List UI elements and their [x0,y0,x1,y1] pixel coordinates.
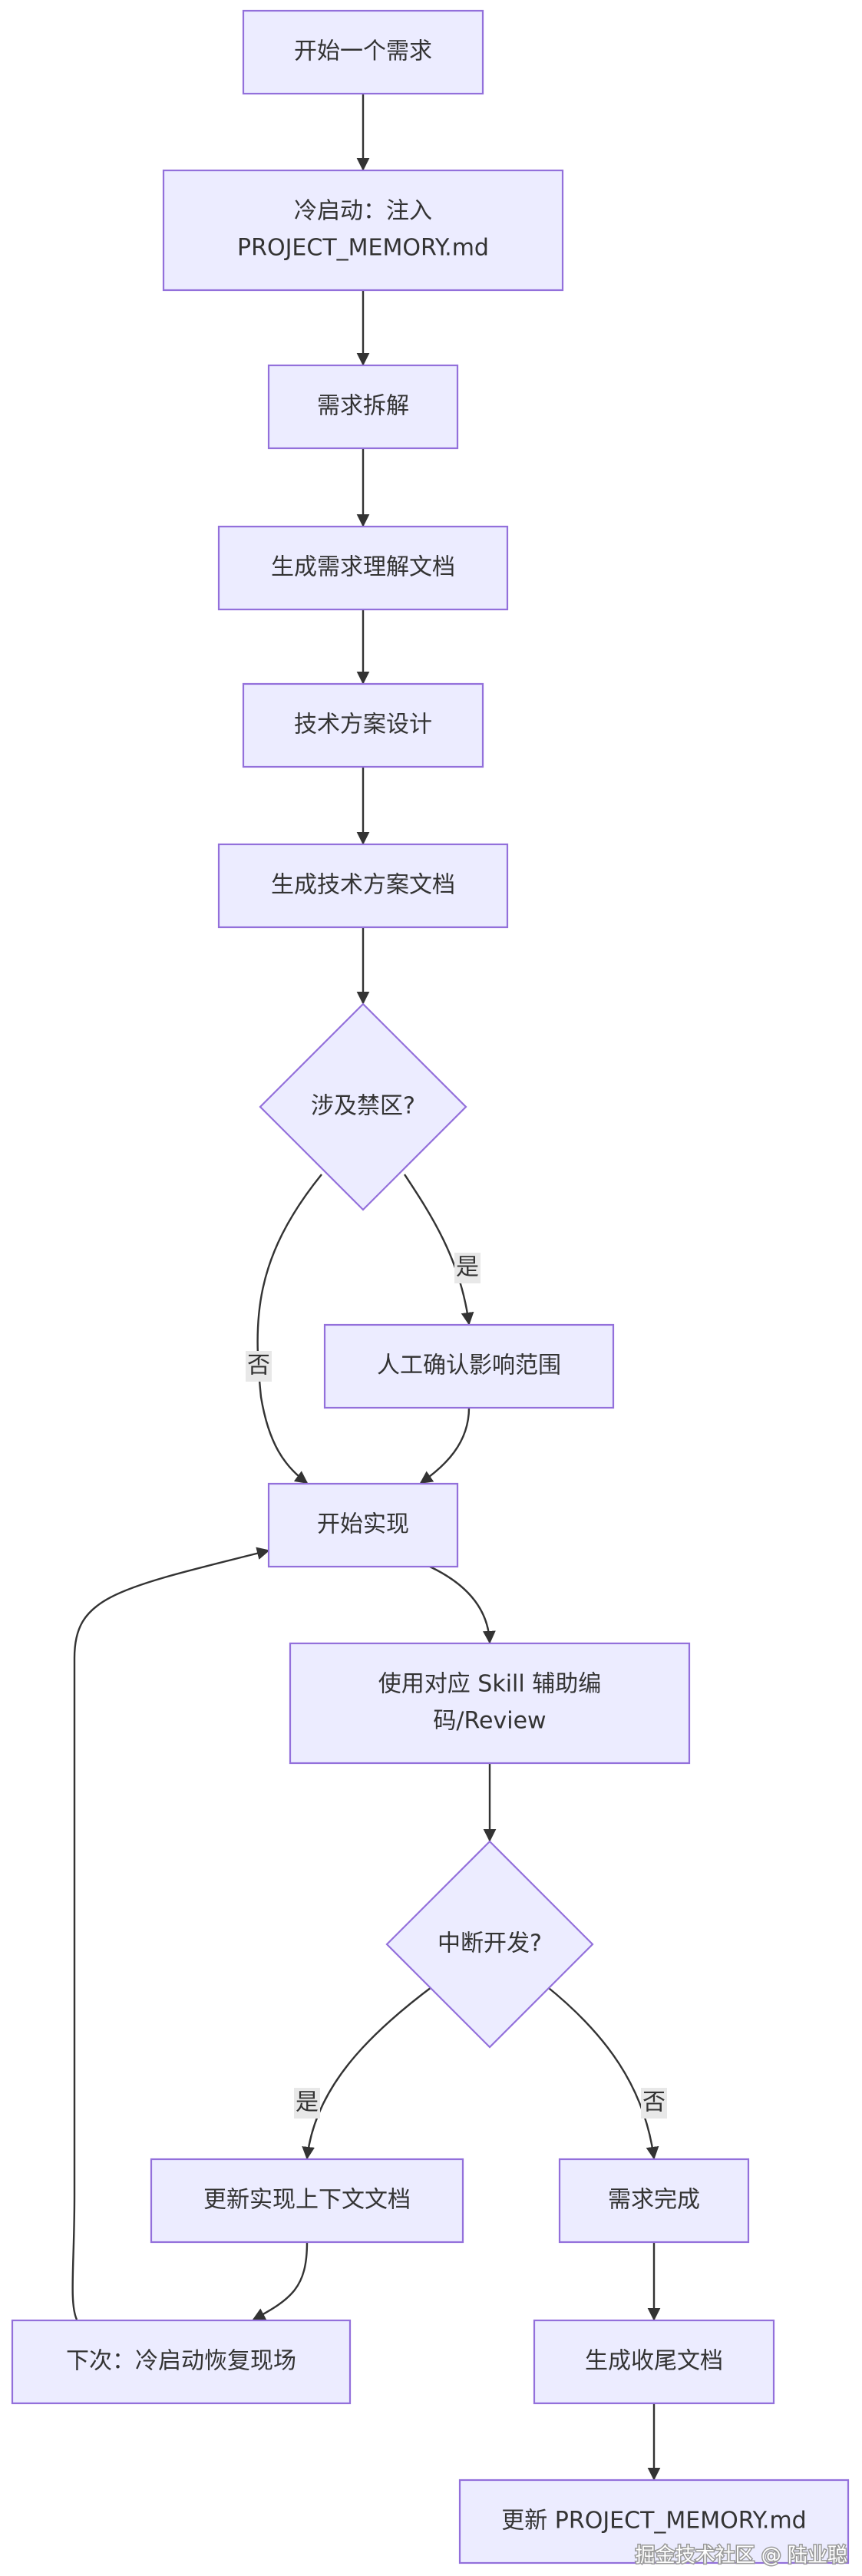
edge-label-forbidden-yes-bg [454,1253,481,1283]
node-generate-understanding-doc-label-line-1: 生成需求理解文档 [271,554,455,581]
node-generate-final-doc: 生成收尾文档 [533,2319,775,2405]
node-decision-forbidden-zone: 涉及禁区? [259,1002,467,1211]
node-next-cold-start-restore: 下次：冷启动恢复现场 [11,2319,352,2405]
node-requirement-breakdown: 需求拆解 [267,364,459,450]
node-cold-start-inject-label-line-1: 冷启动：注入 [294,198,432,225]
node-update-project-memory-label-line-1: 更新 PROJECT_MEMORY.md [501,2508,806,2535]
edge-update-ctx-to-restore [252,2241,309,2321]
node-cold-start-inject-box [162,169,564,292]
node-update-context-doc: 更新实现上下文文档 [150,2158,464,2244]
node-tech-design-box [242,682,484,768]
node-cold-start-inject: 冷启动：注入 PROJECT_MEMORY.md [162,169,564,292]
node-tech-design: 技术方案设计 [242,682,484,768]
node-skill-assisted-coding-label-line-1: 使用对应 Skill 辅助编 [378,1671,602,1698]
node-generate-understanding-doc-box [217,525,509,611]
node-generate-final-doc-box [533,2319,775,2405]
node-generate-tech-doc-box [217,843,509,929]
node-decision-forbidden-zone-label-line-1: 涉及禁区? [311,1093,415,1120]
edge-forbidden-no-to-impl [256,1174,322,1484]
node-cold-start-inject-label-line-2: PROJECT_MEMORY.md [237,235,489,262]
edge-label-interrupt-yes-bg [294,2088,320,2119]
edge-label-forbidden-no: 否 [247,1352,270,1379]
node-update-context-doc-box [150,2158,464,2244]
node-update-project-memory: 更新 PROJECT_MEMORY.md [458,2479,850,2564]
node-requirement-breakdown-label-line-1: 需求拆解 [317,393,409,420]
edge-forbidden-yes-to-confirm [403,1174,474,1326]
node-generate-tech-doc: 生成技术方案文档 [217,843,509,929]
node-update-project-memory-box [458,2479,850,2564]
node-next-cold-start-restore-label-line-1: 下次：冷启动恢复现场 [66,2348,296,2375]
edge-label-forbidden-yes: 是 [456,1254,479,1281]
edge-confirm-to-impl [419,1407,471,1484]
node-requirement-done: 需求完成 [558,2158,750,2244]
node-update-context-doc-label-line-1: 更新实现上下文文档 [203,2187,411,2214]
node-generate-understanding-doc: 生成需求理解文档 [217,525,509,611]
edge-impl-to-skill [429,1565,496,1644]
node-manual-confirm-scope-box [323,1323,615,1409]
node-start-requirement-label-line-1: 开始一个需求 [294,38,432,65]
watermark-text: 掘金技术社区 @ 陆业聪 [635,2545,847,2568]
node-skill-assisted-coding-box [289,1642,691,1765]
node-next-cold-start-restore-box [11,2319,352,2405]
edge-label-interrupt-yes: 是 [296,2089,319,2116]
node-start-requirement-box [242,9,484,95]
node-generate-final-doc-label-line-1: 生成收尾文档 [585,2348,723,2375]
node-requirement-done-box [558,2158,750,2244]
node-manual-confirm-scope: 人工确认影响范围 [323,1323,615,1409]
node-decision-forbidden-zone-diamond [259,1002,467,1211]
node-manual-confirm-scope-label-line-1: 人工确认影响范围 [377,1352,561,1379]
node-decision-interrupt-label-line-1: 中断开发? [438,1930,542,1957]
edge-restore-to-impl [71,1547,270,2320]
edge-label-forbidden-no-bg [246,1351,272,1382]
node-generate-tech-doc-label-line-1: 生成技术方案文档 [271,872,455,899]
node-start-implementation-label-line-1: 开始实现 [317,1511,409,1538]
node-start-implementation-box [267,1482,459,1568]
edge-interrupt-no-to-done [544,1984,659,2160]
node-tech-design-label-line-1: 技术方案设计 [294,712,432,738]
node-skill-assisted-coding-label-line-2: 码/Review [433,1708,546,1735]
edge-labels: 是否是否 [246,1253,667,2119]
node-start-implementation: 开始实现 [267,1482,459,1568]
edges [71,94,661,2481]
node-decision-interrupt-diamond [385,1840,594,2049]
edge-label-interrupt-no-bg [641,2088,667,2119]
node-start-requirement: 开始一个需求 [242,9,484,95]
node-requirement-breakdown-box [267,364,459,450]
node-requirement-done-label-line-1: 需求完成 [608,2187,700,2214]
node-decision-interrupt: 中断开发? [385,1840,594,2049]
edge-label-interrupt-no: 否 [642,2089,665,2116]
edge-interrupt-yes-to-update-ctx [302,1984,435,2160]
